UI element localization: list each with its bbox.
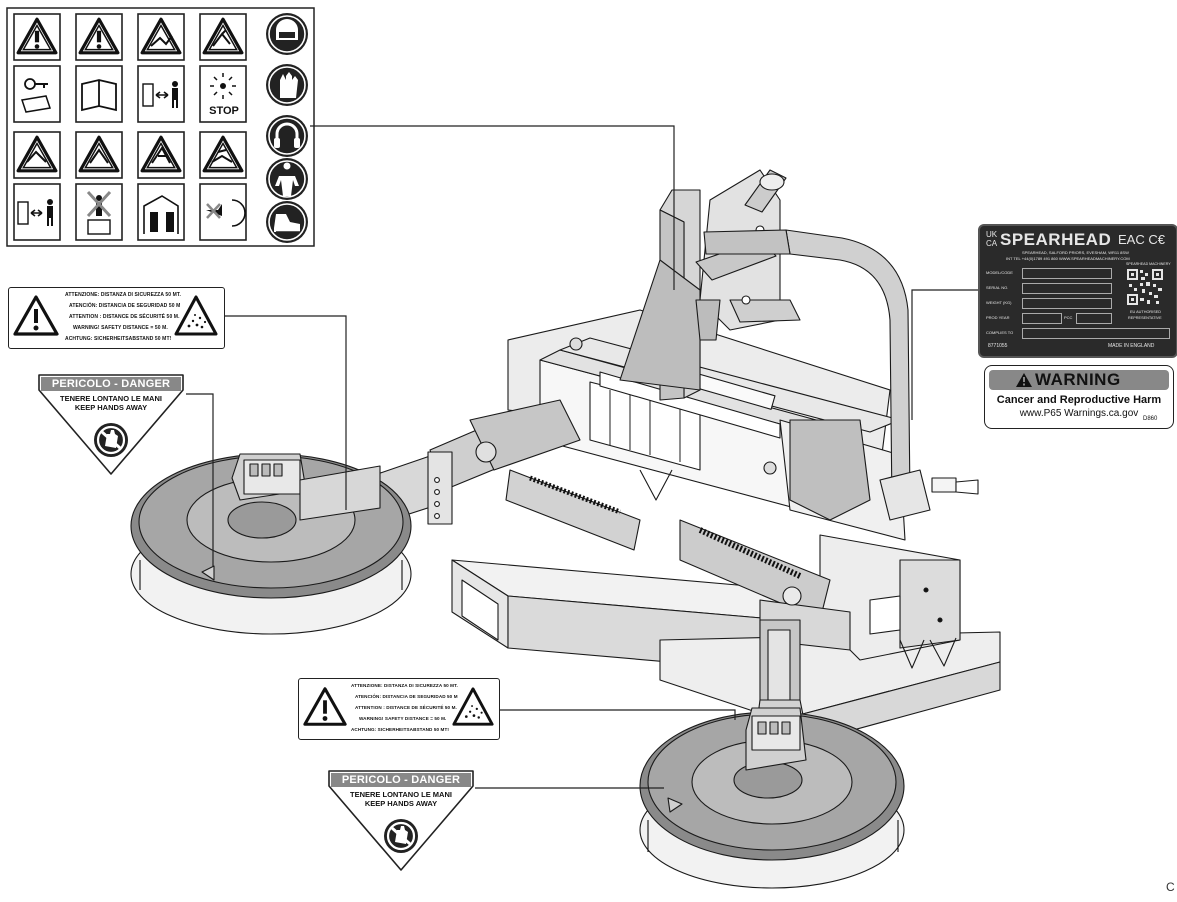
right-disc-head bbox=[639, 707, 905, 889]
left-disc-head bbox=[130, 453, 412, 635]
qr-code-icon bbox=[1126, 268, 1164, 306]
field-serial-label: SERIAL NO. bbox=[986, 285, 1009, 290]
danger-header: PERICOLO - DANGER bbox=[341, 774, 461, 786]
pictogram-row-3 bbox=[13, 131, 247, 179]
field-model-box bbox=[1022, 268, 1112, 279]
prop65-code: D860 bbox=[1143, 416, 1158, 422]
machine-drawing bbox=[130, 169, 1001, 889]
field-serial-box bbox=[1022, 283, 1112, 294]
field-complies-label: COMPLIES TO bbox=[986, 330, 1014, 335]
field-pcc-box bbox=[1076, 313, 1112, 324]
page-edge-char: C bbox=[1166, 880, 1175, 894]
conformity-marks: EAC C€ bbox=[1118, 232, 1165, 247]
distance-line-es: ATENCIÓN: DISTANCIA DE SEGURIDAD 50 M bbox=[355, 694, 458, 699]
prop65-header-bar bbox=[989, 370, 1169, 390]
danger-decal-shape bbox=[38, 374, 184, 475]
danger-line-en: KEEP HANDS AWAY bbox=[364, 799, 438, 808]
prop65-line-1: Cancer and Reproductive Harm bbox=[996, 394, 1162, 406]
field-year-box bbox=[1022, 313, 1062, 324]
pictogram-row-1 bbox=[13, 13, 247, 61]
distance-line-es: ATENCIÓN: DISTANCIA DE SEGURIDAD 50 M bbox=[69, 303, 181, 309]
field-pcc-label: PCC bbox=[1064, 315, 1073, 320]
prop65-warning-decal: WARNING Cancer and Reproductive Harm www… bbox=[984, 365, 1174, 429]
ukca-mark-bottom: CA bbox=[986, 239, 998, 248]
danger-line-it: TENERE LONTANO LE MANI bbox=[60, 394, 162, 403]
distance-line-de: ACHTUNG: SICHERHEITSABSTAND 50 MT! bbox=[65, 336, 172, 342]
pictogram-row-2 bbox=[13, 65, 247, 123]
stop-label: STOP bbox=[209, 105, 239, 117]
danger-line-en: KEEP HANDS AWAY bbox=[74, 403, 148, 412]
warning-triangle-icon bbox=[1016, 373, 1032, 387]
made-in-label: MADE IN ENGLAND bbox=[1108, 343, 1155, 349]
eu-rep-line-1: EU AUTHORISED bbox=[1130, 310, 1162, 314]
field-complies-box bbox=[1022, 328, 1170, 339]
danger-line-it: TENERE LONTANO LE MANI bbox=[350, 790, 452, 799]
part-number: 8771055 bbox=[988, 343, 1008, 349]
pictogram-row-4 bbox=[13, 183, 247, 241]
distance-decal-top: ATTENZIONE: DISTANZA DI SICUREZZA 50 MT.… bbox=[8, 287, 225, 349]
eu-rep-line-2: REPRESENTATIVE bbox=[1128, 316, 1162, 320]
warning-triangle-icon bbox=[13, 295, 59, 336]
flying-debris-icon bbox=[452, 687, 494, 726]
a-frame-hoop bbox=[703, 229, 979, 521]
warning-triangle-icon bbox=[303, 687, 347, 726]
distance-line-fr: ATTENTION : DISTANCE DE SÉCURITÉ 50 M. bbox=[69, 314, 180, 320]
qr-caption: SPEARHEAD MACHINERY bbox=[1126, 262, 1171, 266]
field-year-label: PROD YEAR bbox=[986, 315, 1010, 320]
ppe-icon-column bbox=[265, 12, 309, 244]
field-weight-label: WEIGHT (KG) bbox=[986, 300, 1012, 305]
prop65-heading: WARNING bbox=[1035, 370, 1121, 389]
distance-line-it: ATTENZIONE: DISTANZA DI SICUREZZA 50 MT. bbox=[65, 292, 181, 298]
distance-line-fr: ATTENTION : DISTANCE DE SÉCURITÉ 50 M. bbox=[355, 705, 457, 710]
prop65-line-2: www.P65 Warnings.ca.gov bbox=[1019, 408, 1139, 419]
address-line: SPEARHEAD, SALFORD PRIORS, EVESHAM, WR11… bbox=[1022, 250, 1129, 255]
danger-decal-top: PERICOLO - DANGER TENERE LONTANO LE MANI… bbox=[36, 372, 186, 476]
field-model-label: MODEL/CODE bbox=[986, 270, 1013, 275]
distance-line-en: WARNING! SAFETY DISTANCE = 50 M. bbox=[359, 716, 447, 721]
ukca-mark-top: UK bbox=[986, 230, 998, 239]
danger-decal-bottom: PERICOLO - DANGER TENERE LONTANO LE MANI… bbox=[326, 768, 476, 872]
safety-pictogram-panel bbox=[6, 7, 315, 247]
field-weight-box bbox=[1022, 298, 1112, 309]
leader-lines bbox=[186, 125, 978, 789]
danger-header: PERICOLO - DANGER bbox=[51, 378, 171, 390]
distance-decal-bottom: ATTENZIONE: DISTANZA DI SICUREZZA 50 MT.… bbox=[298, 678, 500, 740]
flying-debris-icon bbox=[174, 295, 218, 336]
distance-line-it: ATTENZIONE: DISTANZA DI SICUREZZA 50 MT. bbox=[351, 683, 458, 688]
danger-decal-shape bbox=[328, 770, 474, 871]
machine-id-plate: UK CA SPEARHEAD EAC C€ SPEARHEAD, SALFOR… bbox=[978, 224, 1177, 358]
contact-line: INT TEL +44(0)1789 491 860 WWW.SPEARHEAD… bbox=[1006, 256, 1130, 261]
distance-line-en: WARNING! SAFETY DISTANCE = 50 M. bbox=[73, 325, 168, 331]
brand-name: SPEARHEAD bbox=[1000, 230, 1112, 249]
distance-line-de: ACHTUNG: SICHERHEITSABSTAND 50 MT! bbox=[351, 727, 449, 732]
